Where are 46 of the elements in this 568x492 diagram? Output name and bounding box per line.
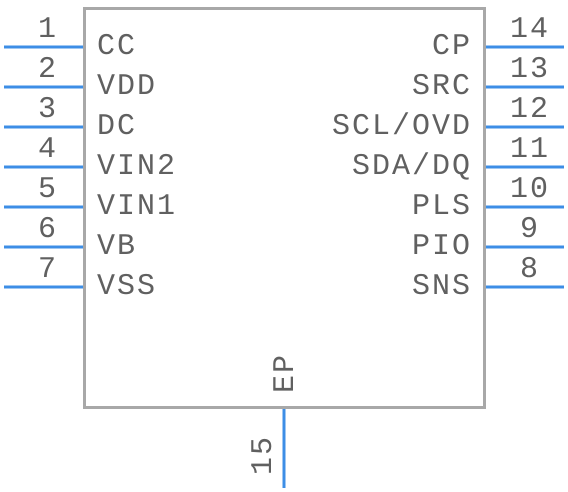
pin-number: 9 <box>520 215 540 245</box>
pin-line <box>4 286 84 288</box>
pin-line <box>484 46 564 48</box>
pin-number: 11 <box>510 135 550 165</box>
pin-name: DC <box>97 112 138 142</box>
pin-number: 3 <box>38 95 58 125</box>
pin-line <box>484 206 564 208</box>
pin-name: SNS <box>412 272 472 302</box>
pin-number: 6 <box>38 215 58 245</box>
pin-name: SRC <box>412 72 472 102</box>
pin-name: SDA/DQ <box>352 152 472 182</box>
pin-line <box>484 286 564 288</box>
pin-name: VSS <box>97 272 158 302</box>
pin-name: EP <box>271 353 301 393</box>
pin-line <box>484 246 564 248</box>
chip-body <box>82 6 486 408</box>
pin-line <box>4 166 84 168</box>
pin-number: 13 <box>510 55 550 85</box>
pin-name: PIO <box>412 232 472 262</box>
pin-number: 8 <box>520 255 540 285</box>
pin-line <box>4 86 84 88</box>
pin-name: CC <box>97 32 138 62</box>
pin-name: CP <box>432 32 472 62</box>
pin-line <box>4 246 84 248</box>
pin-number: 4 <box>38 135 58 165</box>
pin-line <box>282 407 286 488</box>
pin-line <box>484 166 564 168</box>
pin-name: PLS <box>412 192 472 222</box>
pin-line <box>4 46 84 48</box>
pin-number: 15 <box>249 435 279 475</box>
pin-name: VB <box>97 232 138 262</box>
pin-line <box>484 86 564 88</box>
pin-line <box>4 126 84 128</box>
pin-name: SCL/OVD <box>332 112 472 142</box>
pin-number: 2 <box>38 55 58 85</box>
pin-name: VIN2 <box>97 152 178 182</box>
pin-line <box>484 126 564 128</box>
pin-line <box>4 206 84 208</box>
pin-number: 12 <box>510 95 550 125</box>
pin-number: 10 <box>510 175 550 205</box>
pin-number: 5 <box>38 175 58 205</box>
pin-number: 7 <box>38 255 58 285</box>
pin-name: VIN1 <box>97 192 178 222</box>
pin-name: VDD <box>97 72 158 102</box>
pin-number: 14 <box>510 15 550 45</box>
pin-number: 1 <box>38 15 58 45</box>
